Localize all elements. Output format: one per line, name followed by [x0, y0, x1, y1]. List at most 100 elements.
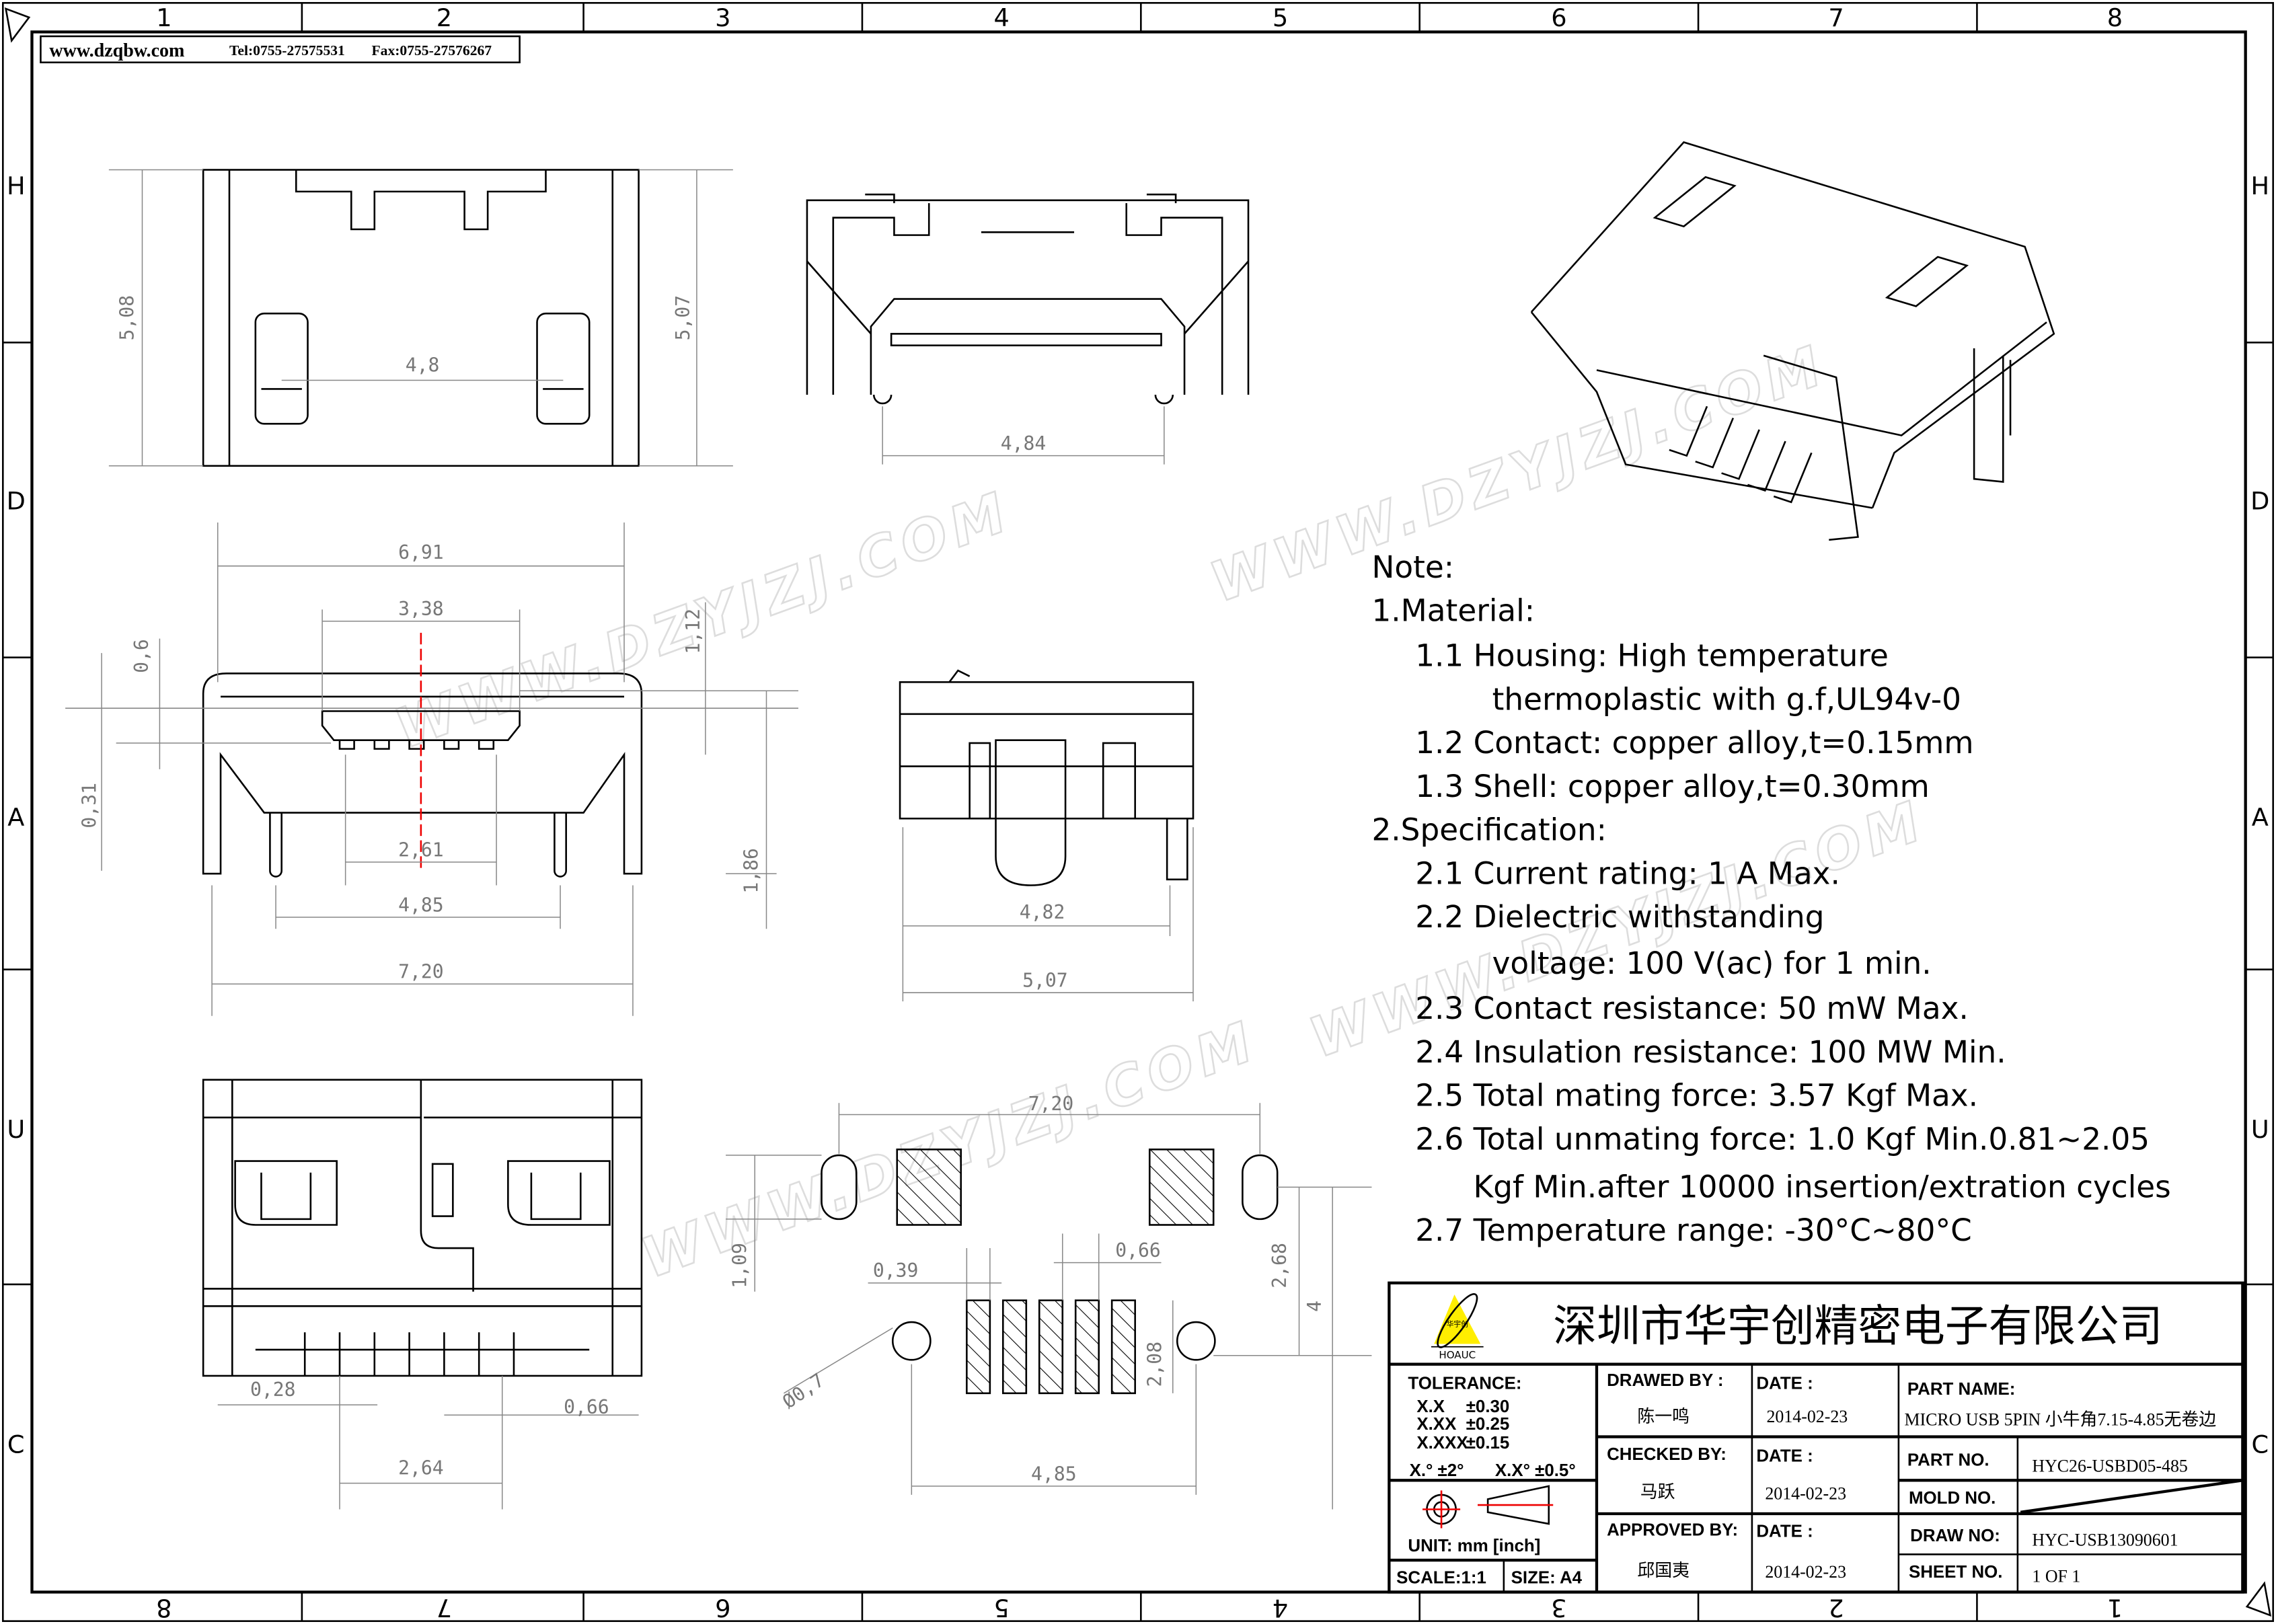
dimension-label: 1,09 — [728, 1243, 751, 1288]
part-name-value: MICRO USB 5PIN 小牛角7.15-4.85无卷边 — [1905, 1409, 2217, 1429]
note-line: 1.Material: — [1371, 593, 1535, 629]
sheet-no-value: 1 OF 1 — [2032, 1566, 2080, 1586]
top-view: 5,08 4,8 5,07 — [108, 169, 733, 467]
orientation-mark-icon — [2245, 1581, 2272, 1617]
drawed-by-value: 陈一鸣 — [1637, 1407, 1690, 1426]
grid-row-label: U — [2251, 1115, 2269, 1144]
front-view: 6,91 3,38 0,6 1,12 0,31 2,61 1,86 4,85 7… — [65, 522, 798, 1016]
sheet-no-label: SHEET NO. — [1909, 1563, 2002, 1582]
grid-col-label: 5 — [1273, 3, 1288, 32]
grid-row-label: C — [7, 1430, 25, 1459]
dimension-label: 4,84 — [1001, 432, 1047, 455]
dimension-label: 4,8 — [406, 354, 440, 376]
dimension-label: 2,08 — [1144, 1342, 1166, 1387]
part-name-label: PART NAME: — [1907, 1380, 2016, 1399]
dimension-label: 4,82 — [1020, 901, 1065, 923]
note-line: 2.1 Current rating: 1 A Max. — [1415, 855, 1840, 891]
fax-text: Fax:0755-27576267 — [371, 42, 492, 59]
tolerance-format: X.XXX — [1416, 1434, 1468, 1453]
dimension-label: 4,85 — [398, 894, 444, 916]
dimension-label: 7,20 — [398, 961, 444, 983]
company-name: 深圳市华宇创精密电子有限公司 — [1553, 1301, 2162, 1352]
dimension-label: 6,91 — [398, 541, 444, 564]
grid-col-label: 3 — [715, 3, 730, 32]
tolerance-label: TOLERANCE: — [1408, 1374, 1521, 1393]
note-line: 1.1 Housing: High temperature — [1415, 638, 1889, 674]
grid-col-label: 5 — [993, 1593, 1009, 1622]
grid-col-label: 4 — [993, 3, 1009, 32]
angle-tolerance: X.° ±2° — [1410, 1461, 1464, 1480]
date-value: 2014-02-23 — [1765, 1483, 1846, 1503]
pcb-footprint: 7,20 0,66 0,39 1,09 2,68 4 2,08 Ø0,7 4,8… — [726, 1093, 1372, 1510]
dimension-label: 0,31 — [78, 783, 100, 828]
dimension-label: 0,66 — [1115, 1239, 1161, 1262]
mold-no-slash — [2020, 1479, 2243, 1514]
grid-col-label: 7 — [437, 1593, 452, 1622]
tolerance-format: X.XX — [1416, 1415, 1457, 1434]
grid-row-label: D — [7, 487, 26, 516]
logo-text: HOAUC — [1439, 1349, 1476, 1361]
tolerance-value: ±0.25 — [1466, 1415, 1510, 1434]
orientation-mark-icon — [4, 7, 31, 43]
grid-col-label: 1 — [156, 3, 172, 32]
note-line: 2.4 Insulation resistance: 100 MW Min. — [1415, 1034, 2006, 1070]
title-block: 华宇创 HOAUC 深圳市华宇创精密电子有限公司 TOLERANCE: X.X … — [1388, 1281, 2244, 1594]
date-value: 2014-02-23 — [1766, 1407, 1848, 1426]
date-label: DATE : — [1756, 1522, 1813, 1541]
note-line: 2.2 Dielectric withstanding — [1415, 899, 1824, 935]
checked-by-value: 马跃 — [1640, 1482, 1675, 1502]
dimension-label: 2,64 — [398, 1457, 444, 1479]
dimension-label: 1,12 — [682, 609, 704, 654]
note-line: 1.2 Contact: copper alloy,t=0.15mm — [1415, 725, 1973, 761]
grid-col-label: 4 — [1273, 1593, 1288, 1622]
dimension-label: 2,61 — [398, 839, 444, 861]
draw-no-label: DRAW NO: — [1910, 1526, 2000, 1545]
part-no-value: HYC26-USBD05-485 — [2032, 1456, 2187, 1475]
drawed-by-label: DRAWED BY : — [1607, 1371, 1723, 1390]
grid-col-label: 7 — [1828, 3, 1844, 32]
grid-col-label: 6 — [1551, 3, 1566, 32]
approved-by-value: 邱国夷 — [1637, 1561, 1690, 1580]
bottom-view: 0,28 0,66 2,64 — [202, 1079, 643, 1510]
grid-col-label: 2 — [1828, 1593, 1844, 1622]
note-line: 2.6 Total unmating force: 1.0 Kgf Min.0.… — [1415, 1121, 2150, 1157]
dimension-label: 0,39 — [873, 1260, 919, 1282]
dimension-label: 0,66 — [564, 1396, 609, 1418]
tolerance-value: ±0.30 — [1466, 1397, 1510, 1416]
grid-col-label: 2 — [437, 3, 452, 32]
grid-row-label: A — [2252, 803, 2269, 832]
tel-text: Tel:0755-27575531 — [229, 42, 345, 59]
dimension-label: 5,08 — [116, 295, 139, 341]
tolerance-value: ±0.15 — [1466, 1434, 1510, 1453]
unit-label: UNIT: mm [inch] — [1408, 1537, 1540, 1555]
date-value: 2014-02-23 — [1765, 1562, 1846, 1582]
dimension-label: 0,28 — [250, 1379, 296, 1401]
dimension-label: 5,07 — [1022, 970, 1068, 992]
date-label: DATE : — [1756, 1446, 1813, 1465]
grid-row-label: H — [7, 171, 26, 200]
grid-row-label: H — [2250, 171, 2269, 200]
date-label: DATE : — [1756, 1374, 1813, 1393]
note-line: 2.Specification: — [1371, 812, 1606, 848]
part-no-label: PART NO. — [1907, 1451, 1989, 1470]
draw-no-value: HYC-USB13090601 — [2032, 1530, 2178, 1549]
grid-row-label: U — [7, 1115, 25, 1144]
dimension-label: 3,38 — [398, 598, 444, 620]
note-line: 2.7 Temperature range: -30°C~80°C — [1415, 1212, 1972, 1248]
size-label: SIZE: A4 — [1511, 1569, 1583, 1588]
grid-col-label: 8 — [156, 1593, 172, 1622]
company-logo: 华宇创 HOAUC — [1431, 1293, 1484, 1361]
notes: Note: 1.Material: 1.1 Housing: High temp… — [1371, 549, 2170, 1248]
website-link[interactable]: www.dzqbw.com — [49, 40, 184, 61]
dimension-label: 1,86 — [741, 848, 763, 894]
grid-col-label: 6 — [715, 1593, 730, 1622]
grid-col-label: 3 — [1551, 1593, 1566, 1622]
grid-col-label: 8 — [2107, 3, 2123, 32]
note-line: voltage: 100 V(ac) for 1 min. — [1492, 945, 1932, 981]
logo-cn-text: 华宇创 — [1447, 1320, 1468, 1329]
projection-symbol-icon — [1422, 1485, 1554, 1529]
note-line: 1.3 Shell: copper alloy,t=0.30mm — [1415, 769, 1930, 804]
dimension-label: 7,20 — [1028, 1093, 1074, 1115]
dimension-label: Ø0,7 — [778, 1368, 828, 1413]
